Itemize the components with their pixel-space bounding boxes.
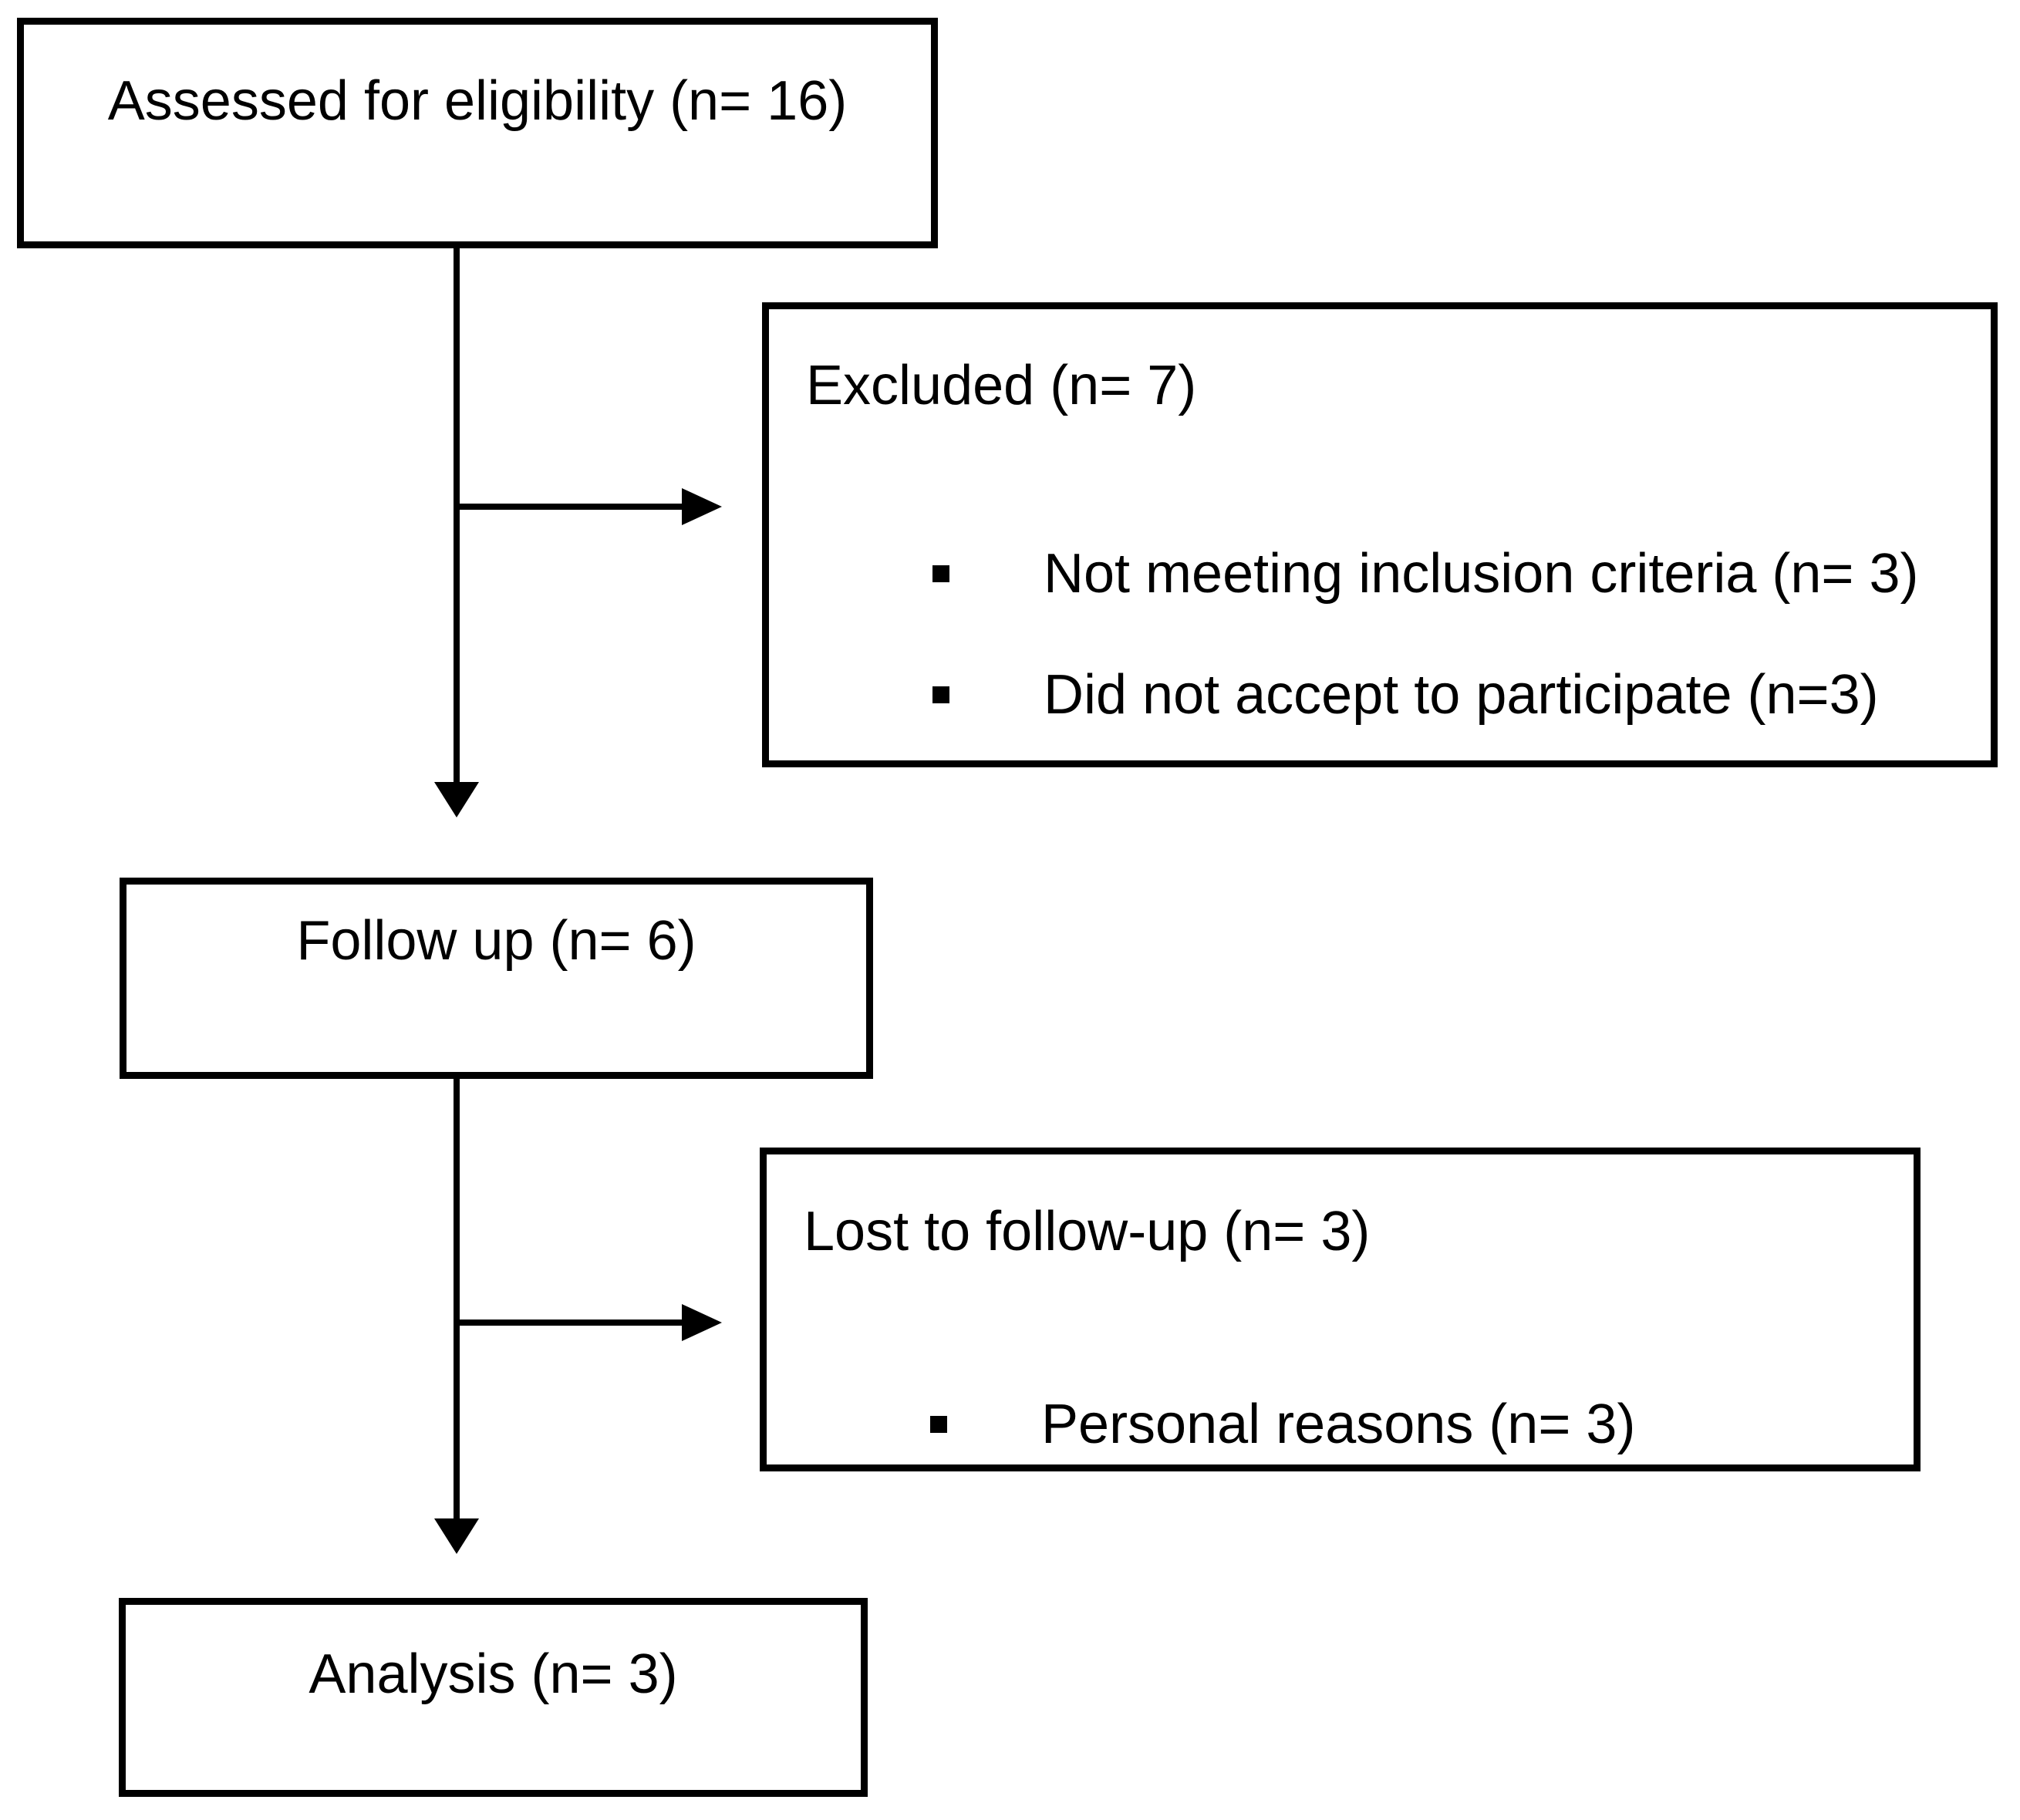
- excluded-item-row: Did not accept to participate (n=3): [932, 662, 1879, 728]
- followup-label: Follow up (n= 6): [296, 910, 696, 972]
- excluded-item-row: Not meeting inclusion criteria (n= 3): [932, 541, 1919, 607]
- arrowhead-right-to-excluded-icon: [682, 488, 722, 525]
- connector-followup-to-analysis-line: [454, 1079, 460, 1518]
- lost-title: Lost to follow-up (n= 3): [804, 1201, 1371, 1262]
- excluded-item-label: Did not accept to participate (n=3): [1044, 664, 1879, 726]
- branch-to-lost-line: [457, 1320, 682, 1326]
- arrowhead-down-to-followup-icon: [434, 782, 479, 817]
- analysis-box: Analysis (n= 3): [119, 1598, 868, 1797]
- branch-to-excluded-line: [457, 504, 682, 510]
- arrowhead-right-to-lost-icon: [682, 1304, 722, 1341]
- excluded-box: Excluded (n= 7) Not meeting inclusion cr…: [762, 302, 1998, 767]
- followup-box: Follow up (n= 6): [120, 878, 873, 1079]
- arrowhead-down-to-analysis-icon: [434, 1518, 479, 1554]
- bullet-square-icon: [932, 565, 949, 583]
- assessed-label: Assessed for eligibility (n= 16): [107, 70, 848, 132]
- connector-assessed-to-followup-line: [454, 248, 460, 782]
- bullet-square-icon: [932, 686, 949, 704]
- excluded-item-label: Not meeting inclusion criteria (n= 3): [1044, 543, 1919, 605]
- lost-item-label: Personal reasons (n= 3): [1041, 1394, 1636, 1455]
- analysis-label: Analysis (n= 3): [309, 1643, 678, 1705]
- bullet-square-icon: [930, 1416, 947, 1434]
- assessed-box: Assessed for eligibility (n= 16): [17, 18, 938, 248]
- lost-item-row: Personal reasons (n= 3): [930, 1391, 1635, 1458]
- lost-box: Lost to follow-up (n= 3) Personal reason…: [760, 1148, 1921, 1471]
- excluded-title: Excluded (n= 7): [806, 355, 1197, 416]
